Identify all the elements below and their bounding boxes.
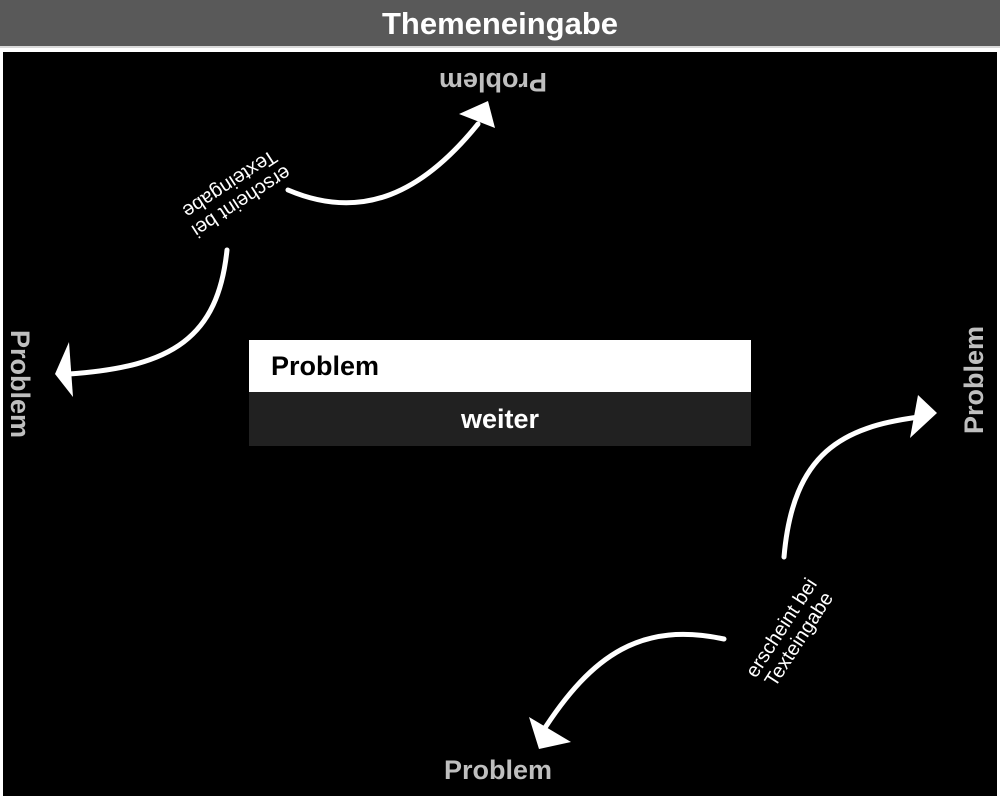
- arrowhead-right-icon: [910, 395, 937, 438]
- next-button[interactable]: weiter: [249, 392, 751, 446]
- topic-input[interactable]: Problem: [249, 340, 751, 392]
- arrowhead-top-icon: [459, 101, 495, 128]
- hint-arrows: [55, 101, 937, 749]
- topic-entry-screen: Problem Problem Problem Problem erschein…: [3, 52, 997, 796]
- arrowhead-left-icon: [55, 342, 73, 397]
- arrow-top-right-curve: [285, 121, 481, 206]
- window-title: Themeneingabe: [0, 0, 1000, 48]
- orientation-label-left: Problem: [5, 329, 35, 439]
- orientation-label-top: Problem: [438, 67, 548, 97]
- arrow-bottom-up-curve: [781, 414, 922, 560]
- arrow-top-left-curve: [66, 247, 230, 377]
- arrow-bottom-down-curve: [538, 631, 727, 737]
- orientation-label-bottom: Problem: [443, 755, 553, 785]
- arrowhead-bottom-icon: [529, 717, 571, 749]
- orientation-label-right: Problem: [959, 325, 989, 435]
